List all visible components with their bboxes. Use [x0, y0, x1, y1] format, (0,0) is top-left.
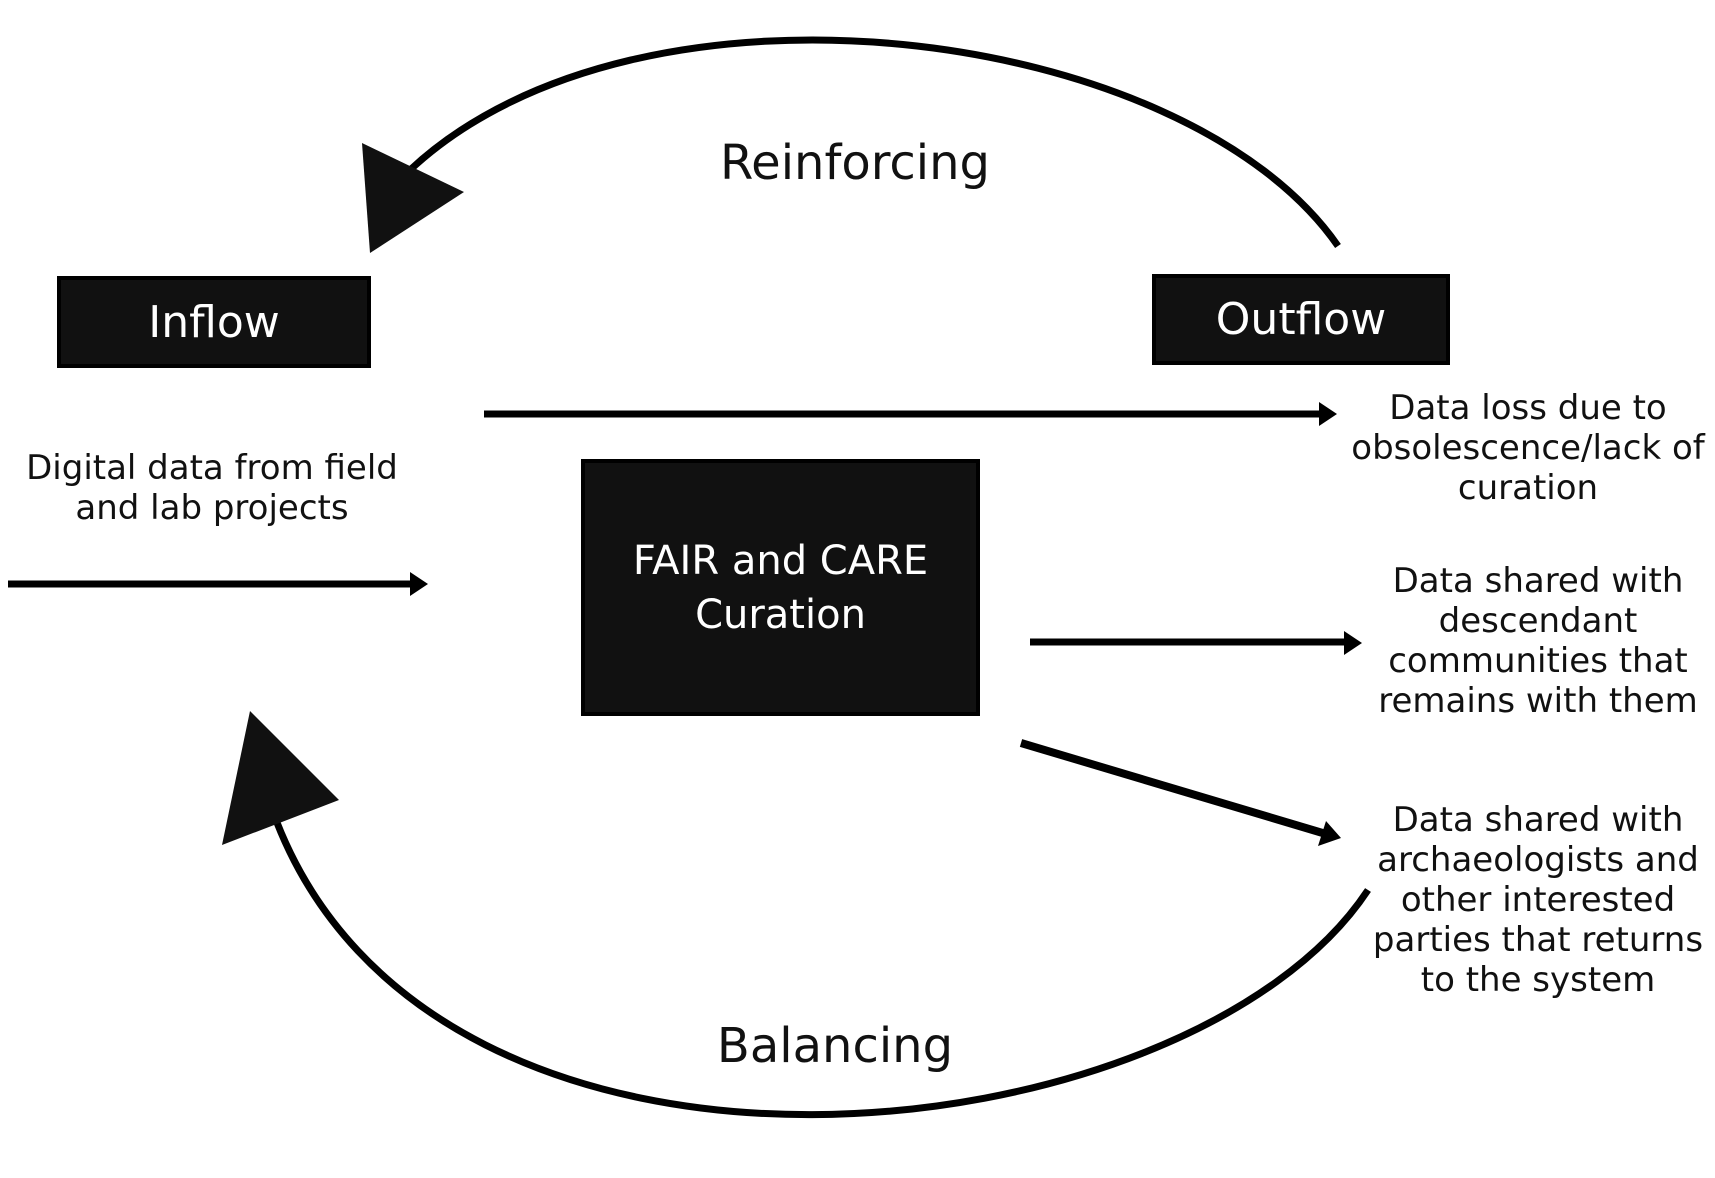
descendant-line2: descendant — [1438, 601, 1638, 642]
outflow-descendant-text: Data shared with descendant communities … — [1363, 561, 1713, 721]
archaeologists-arrowhead — [1318, 821, 1341, 846]
inflow-source-line2: and lab projects — [75, 488, 349, 529]
inflow-label: Inflow — [148, 296, 280, 348]
descendant-arrowhead — [1344, 631, 1362, 655]
archaeologists-line5: to the system — [1420, 960, 1656, 1001]
reinforcing-arrowhead — [362, 143, 464, 253]
descendant-line3: communities that — [1388, 641, 1688, 682]
loss-line2: obsolescence/lack of — [1351, 428, 1705, 469]
archaeologists-line3: other interested — [1400, 880, 1676, 921]
inflow-source-line1: Digital data from field — [26, 448, 398, 488]
outflow-label: Outflow — [1215, 294, 1387, 345]
archaeologists-line2: archaeologists and — [1377, 840, 1699, 881]
curation-label-line2: Curation — [695, 591, 866, 638]
outflow-box: Outflow — [1152, 274, 1450, 365]
inflow-source-text: Digital data from field and lab projects — [8, 448, 416, 528]
balancing-label: Balancing — [716, 1018, 954, 1074]
outflow-archaeologists-text: Data shared with archaeologists and othe… — [1363, 800, 1713, 1001]
inflow-arrowhead — [410, 572, 428, 596]
reinforcing-loop-arc — [407, 36, 1341, 248]
curation-stock-box: FAIR and CARE Curation — [581, 459, 980, 716]
descendant-line1: Data shared with — [1392, 561, 1684, 601]
archaeologists-line4: parties that returns — [1372, 920, 1704, 961]
archaeologists-arrow-shaft — [1019, 739, 1328, 838]
loss-line3: curation — [1457, 468, 1599, 509]
loss-arrowhead — [1319, 402, 1337, 426]
curation-label-line1: FAIR and CARE — [632, 537, 929, 584]
balancing-arrowhead — [222, 711, 339, 845]
reinforcing-label: Reinforcing — [719, 135, 991, 191]
archaeologists-line1: Data shared with — [1392, 800, 1684, 840]
balancing-loop-arc — [269, 810, 1371, 1119]
descendant-line4: remains with them — [1378, 681, 1698, 722]
loss-line1: Data loss due to — [1389, 388, 1667, 428]
outflow-loss-text: Data loss due to obsolescence/lack of cu… — [1348, 388, 1708, 508]
inflow-box: Inflow — [57, 276, 371, 368]
